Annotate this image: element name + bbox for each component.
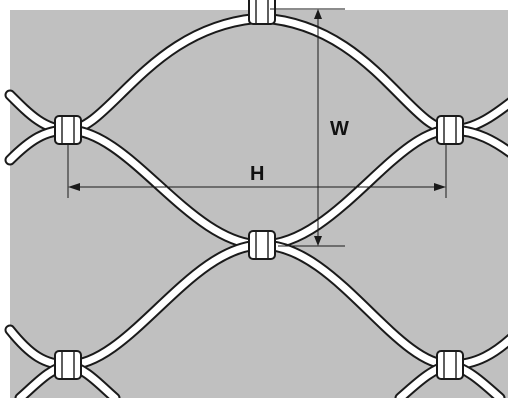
w-arrow-bottom [314, 236, 322, 246]
ferrule-clamp [54, 115, 82, 145]
ferrule-body [248, 230, 276, 260]
ferrule-body [436, 350, 464, 380]
w-label: W [330, 118, 349, 140]
ferrule-group [54, 0, 464, 380]
ferrule-clamp [436, 350, 464, 380]
h-arrow-left [68, 183, 80, 191]
dimension-w: W [270, 8, 349, 247]
ferrule-clamp [248, 230, 276, 260]
w-arrow-top [314, 9, 322, 19]
ferrule-clamp [54, 350, 82, 380]
ferrule-body [436, 115, 464, 145]
mesh-background [10, 10, 508, 398]
dimension-h: H [67, 145, 447, 198]
ferrule-clamp [248, 0, 276, 25]
ferrule-clamp [436, 115, 464, 145]
h-label: H [250, 163, 264, 185]
h-arrow-right [434, 183, 446, 191]
ferrule-body [248, 0, 276, 25]
ferrule-body [54, 350, 82, 380]
ferrule-body [54, 115, 82, 145]
